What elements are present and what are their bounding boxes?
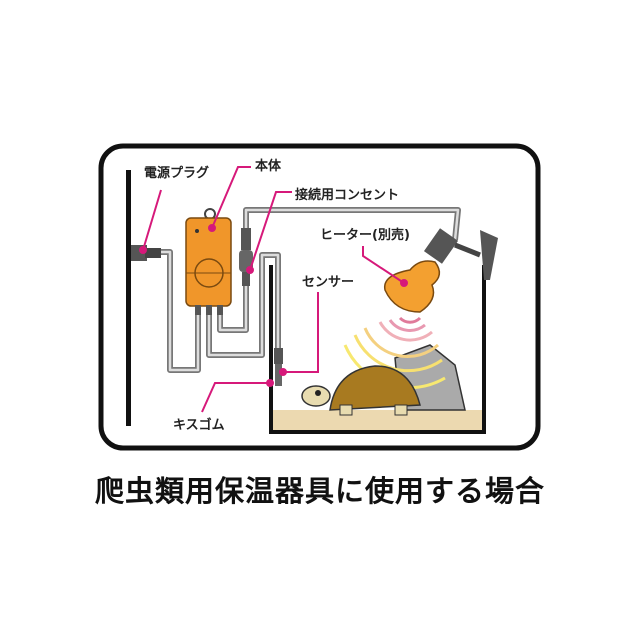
wall [126, 170, 131, 426]
connection-outlet-label: 接続用コンセント [295, 188, 400, 203]
outlet-connector-icon [239, 228, 253, 286]
caption: 爬虫類用保温器具に使用する場合 [94, 474, 545, 508]
diagram-frame [98, 143, 541, 451]
sensor-label: センサー [302, 275, 355, 290]
heater-lamp-icon [383, 228, 498, 313]
suction-cup-label: キスゴム [173, 418, 225, 433]
main-unit-icon [185, 208, 232, 315]
tank [269, 265, 486, 434]
sensor-icon [274, 348, 283, 386]
power-plug-label: 電源プラグ [144, 166, 210, 181]
turtle-icon [301, 365, 421, 416]
main-unit-label: 本体 [255, 159, 282, 174]
leader-lines [139, 166, 408, 413]
heater-label: ヒーター(別売) [320, 228, 410, 243]
